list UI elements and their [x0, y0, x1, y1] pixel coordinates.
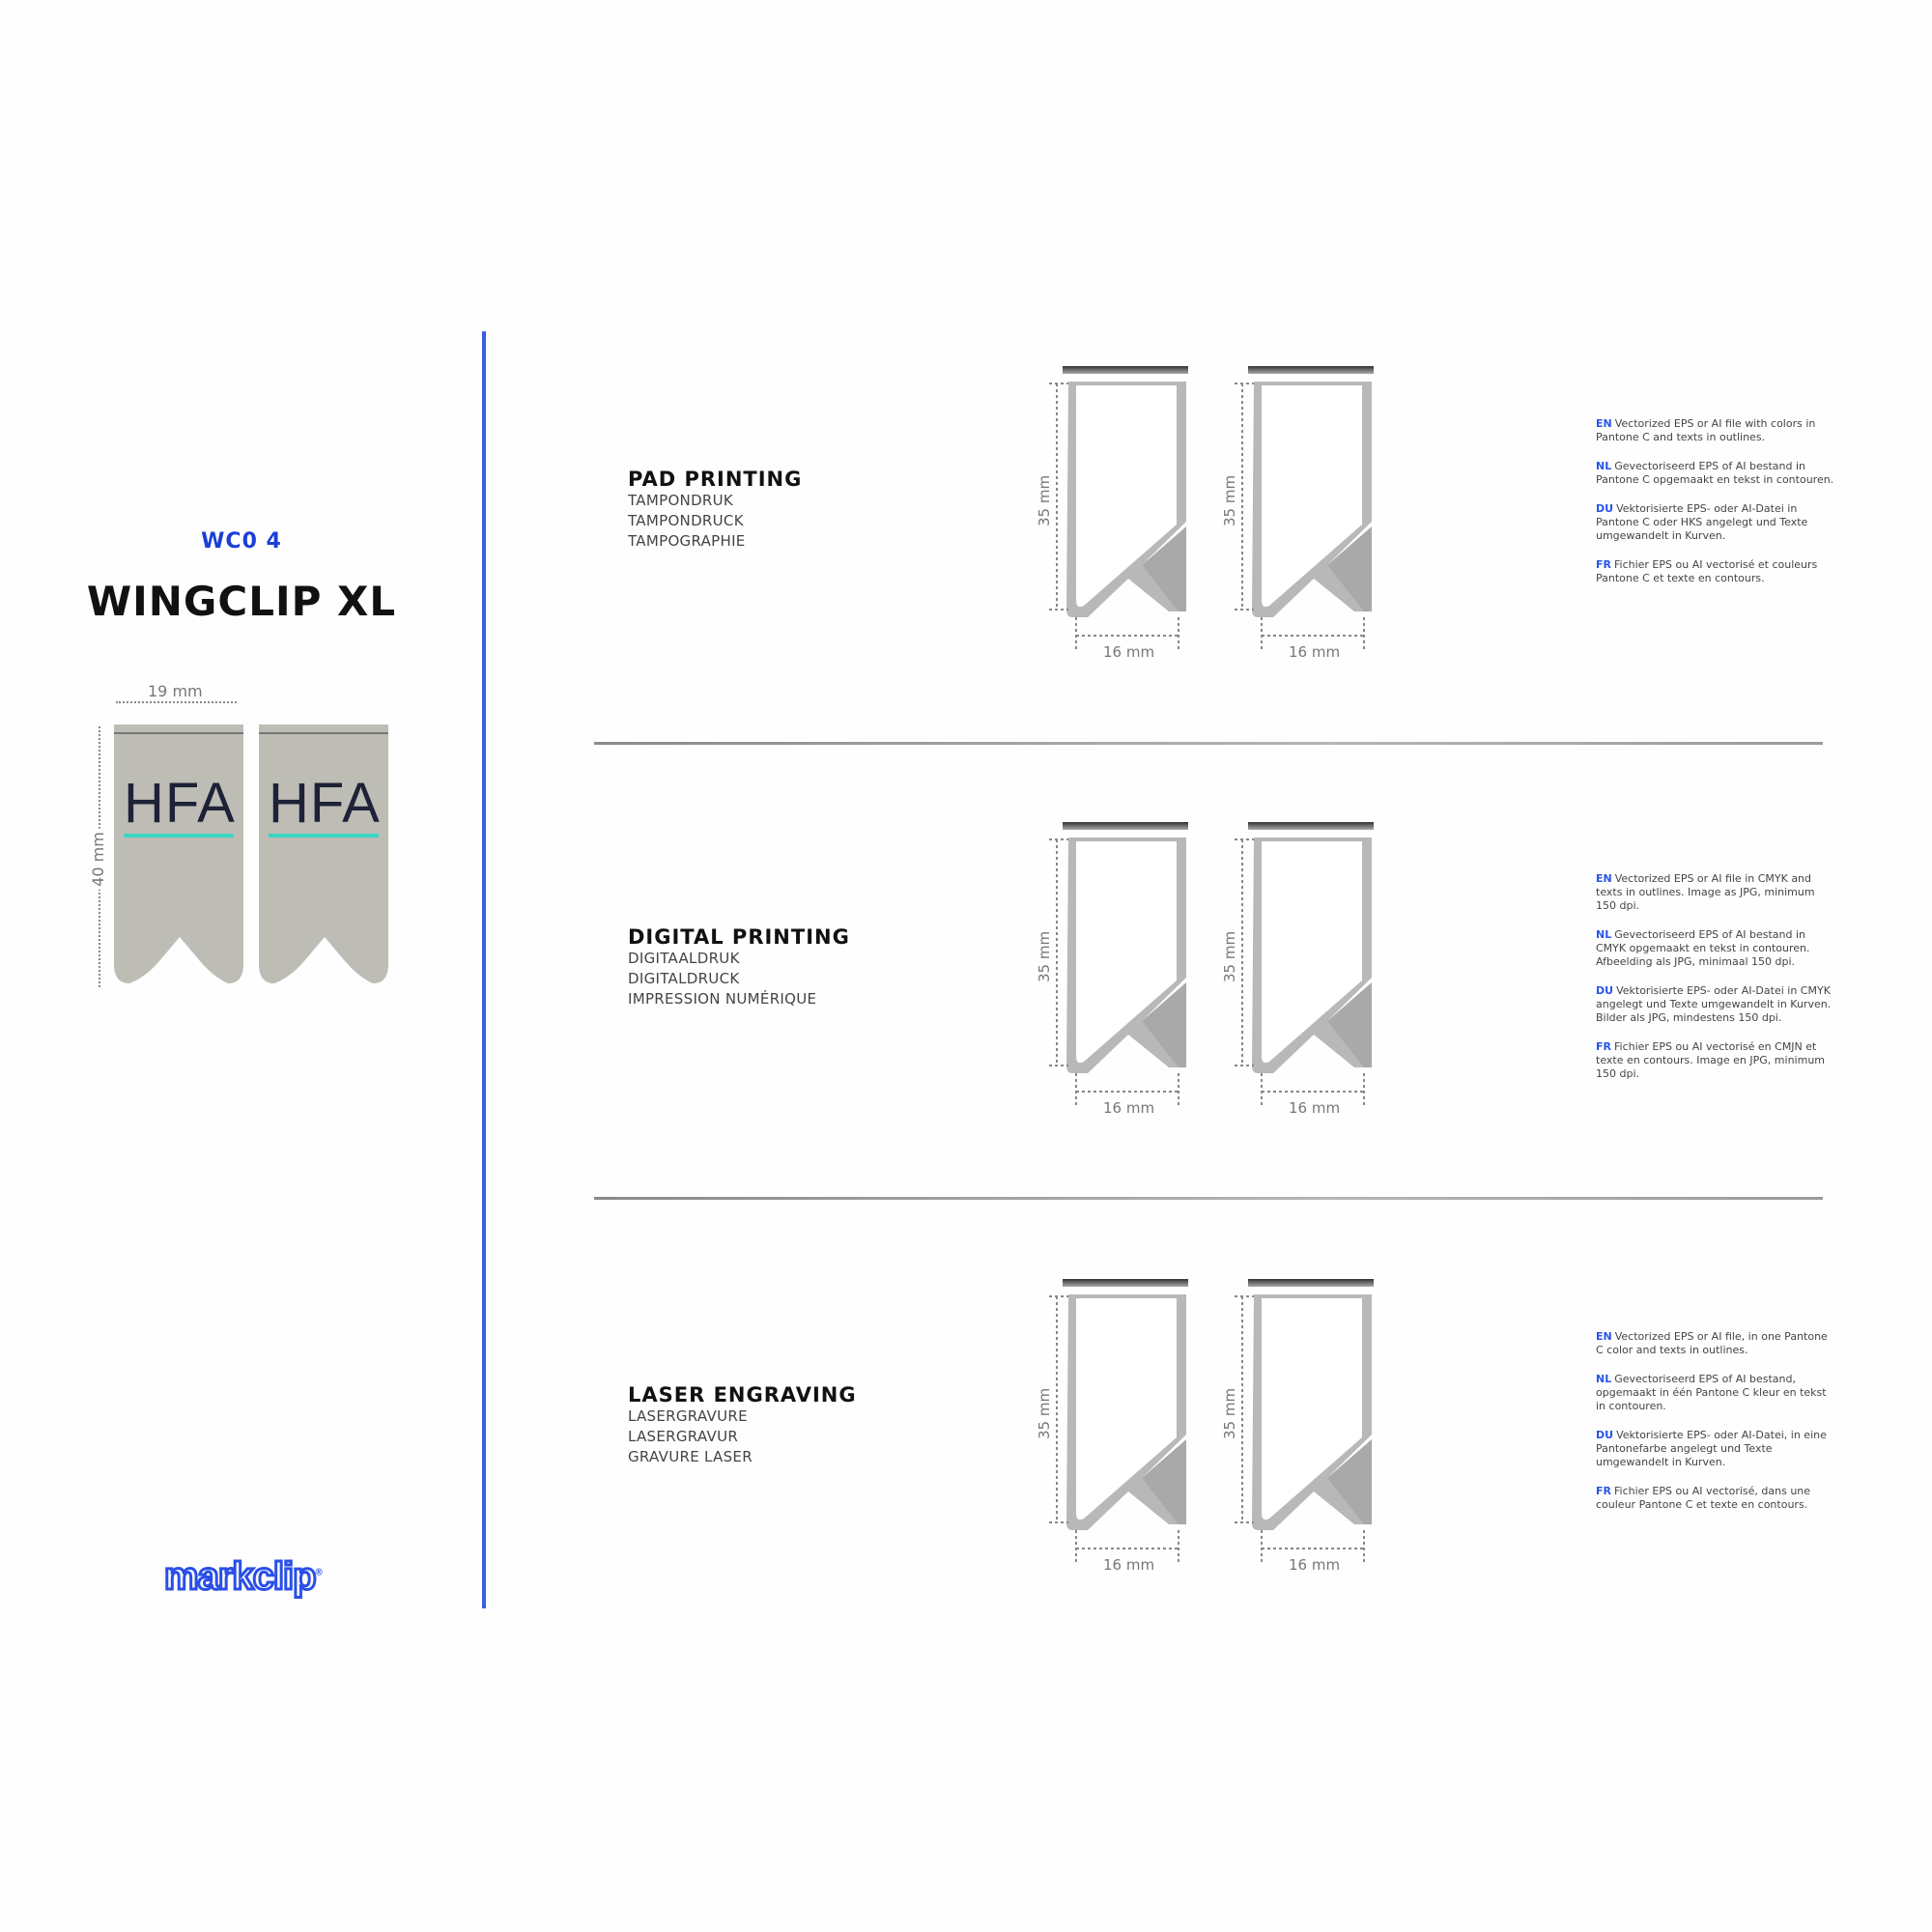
section-title: PAD PRINTING [628, 468, 803, 491]
wingclip-outline-icon [1049, 822, 1188, 1108]
height-dimension-label: 35 mm [1036, 930, 1053, 982]
imprint-underline [269, 834, 379, 838]
height-dimension-label: 40 mm [88, 829, 107, 890]
section-subtitle: TAMPONDRUK [628, 492, 734, 509]
clip-drawing: 35 mm 16 mm [1219, 818, 1393, 1127]
width-dimension-line [116, 701, 237, 703]
imprint-text: HFA [124, 772, 236, 835]
section-subtitle: IMPRESSION NUMÉRIQUE [628, 990, 817, 1008]
section-subtitle: DIGITAALDRUK [628, 950, 740, 967]
vertical-divider [482, 331, 486, 1608]
clip-drawing: 35 mm 16 mm [1219, 1275, 1393, 1584]
height-dimension-label: 35 mm [1036, 474, 1053, 526]
imprint-underline [124, 834, 234, 838]
section-separator [594, 1197, 1823, 1200]
width-dimension-label: 16 mm [1289, 1556, 1341, 1574]
section-pad-printing: PAD PRINTING TAMPONDRUK TAMPONDRUCK TAMP… [628, 468, 802, 552]
section-subtitle: TAMPOGRAPHIE [628, 532, 746, 550]
markclip-logo: markclip® [163, 1554, 323, 1600]
clip-drawing: 35 mm 16 mm [1034, 818, 1208, 1127]
height-dimension-label: 35 mm [1221, 930, 1238, 982]
height-dimension-label: 35 mm [1036, 1387, 1053, 1439]
section-title: DIGITAL PRINTING [628, 925, 850, 949]
wingclip-outline-icon [1235, 822, 1374, 1108]
section-subtitle: DIGITALDRUCK [628, 970, 740, 987]
registered-mark: ® [315, 1567, 323, 1578]
section-subtitle: GRAVURE LASER [628, 1448, 753, 1465]
width-dimension-label: 19 mm [145, 682, 206, 700]
wingclip-outline-icon [1049, 366, 1188, 652]
product-title: WINGCLIP XL [86, 578, 397, 625]
section-laser-engraving: LASER ENGRAVING LASERGRAVURE LASERGRAVUR… [628, 1383, 857, 1467]
section-digital-printing: DIGITAL PRINTING DIGITAALDRUK DIGITALDRU… [628, 925, 850, 1009]
clip-drawing: 35 mm 16 mm [1034, 362, 1208, 671]
width-dimension-label: 16 mm [1289, 643, 1341, 661]
wingclip-outline-icon [1235, 1279, 1374, 1565]
section-title: LASER ENGRAVING [628, 1383, 857, 1406]
clip-shape-icon [259, 724, 388, 983]
section-subtitle: TAMPONDRUCK [628, 512, 744, 529]
wingclip-outline-icon [1049, 1279, 1188, 1565]
wingclip-outline-icon [1235, 366, 1374, 652]
height-dimension-label: 35 mm [1221, 1387, 1238, 1439]
section-separator [594, 742, 1823, 745]
width-dimension-label: 16 mm [1103, 643, 1155, 661]
section-subtitle: LASERGRAVUR [628, 1428, 739, 1445]
logo-text: markclip [163, 1554, 319, 1600]
product-code: WC0 4 [201, 529, 282, 554]
width-dimension-label: 16 mm [1289, 1099, 1341, 1117]
clip-shape-icon [114, 724, 243, 983]
clip-drawing: 35 mm 16 mm [1034, 1275, 1208, 1584]
clip-drawing: 35 mm 16 mm [1219, 362, 1393, 671]
imprint-text: HFA [269, 772, 381, 835]
section-subtitle: LASERGRAVURE [628, 1407, 748, 1425]
clip-photo-2: HFA [259, 724, 388, 987]
height-dimension-label: 35 mm [1221, 474, 1238, 526]
width-dimension-label: 16 mm [1103, 1099, 1155, 1117]
width-dimension-label: 16 mm [1103, 1556, 1155, 1574]
product-photo: 19 mm 40 mm HFA HFA [87, 682, 406, 997]
clip-photo-1: HFA [114, 724, 243, 987]
